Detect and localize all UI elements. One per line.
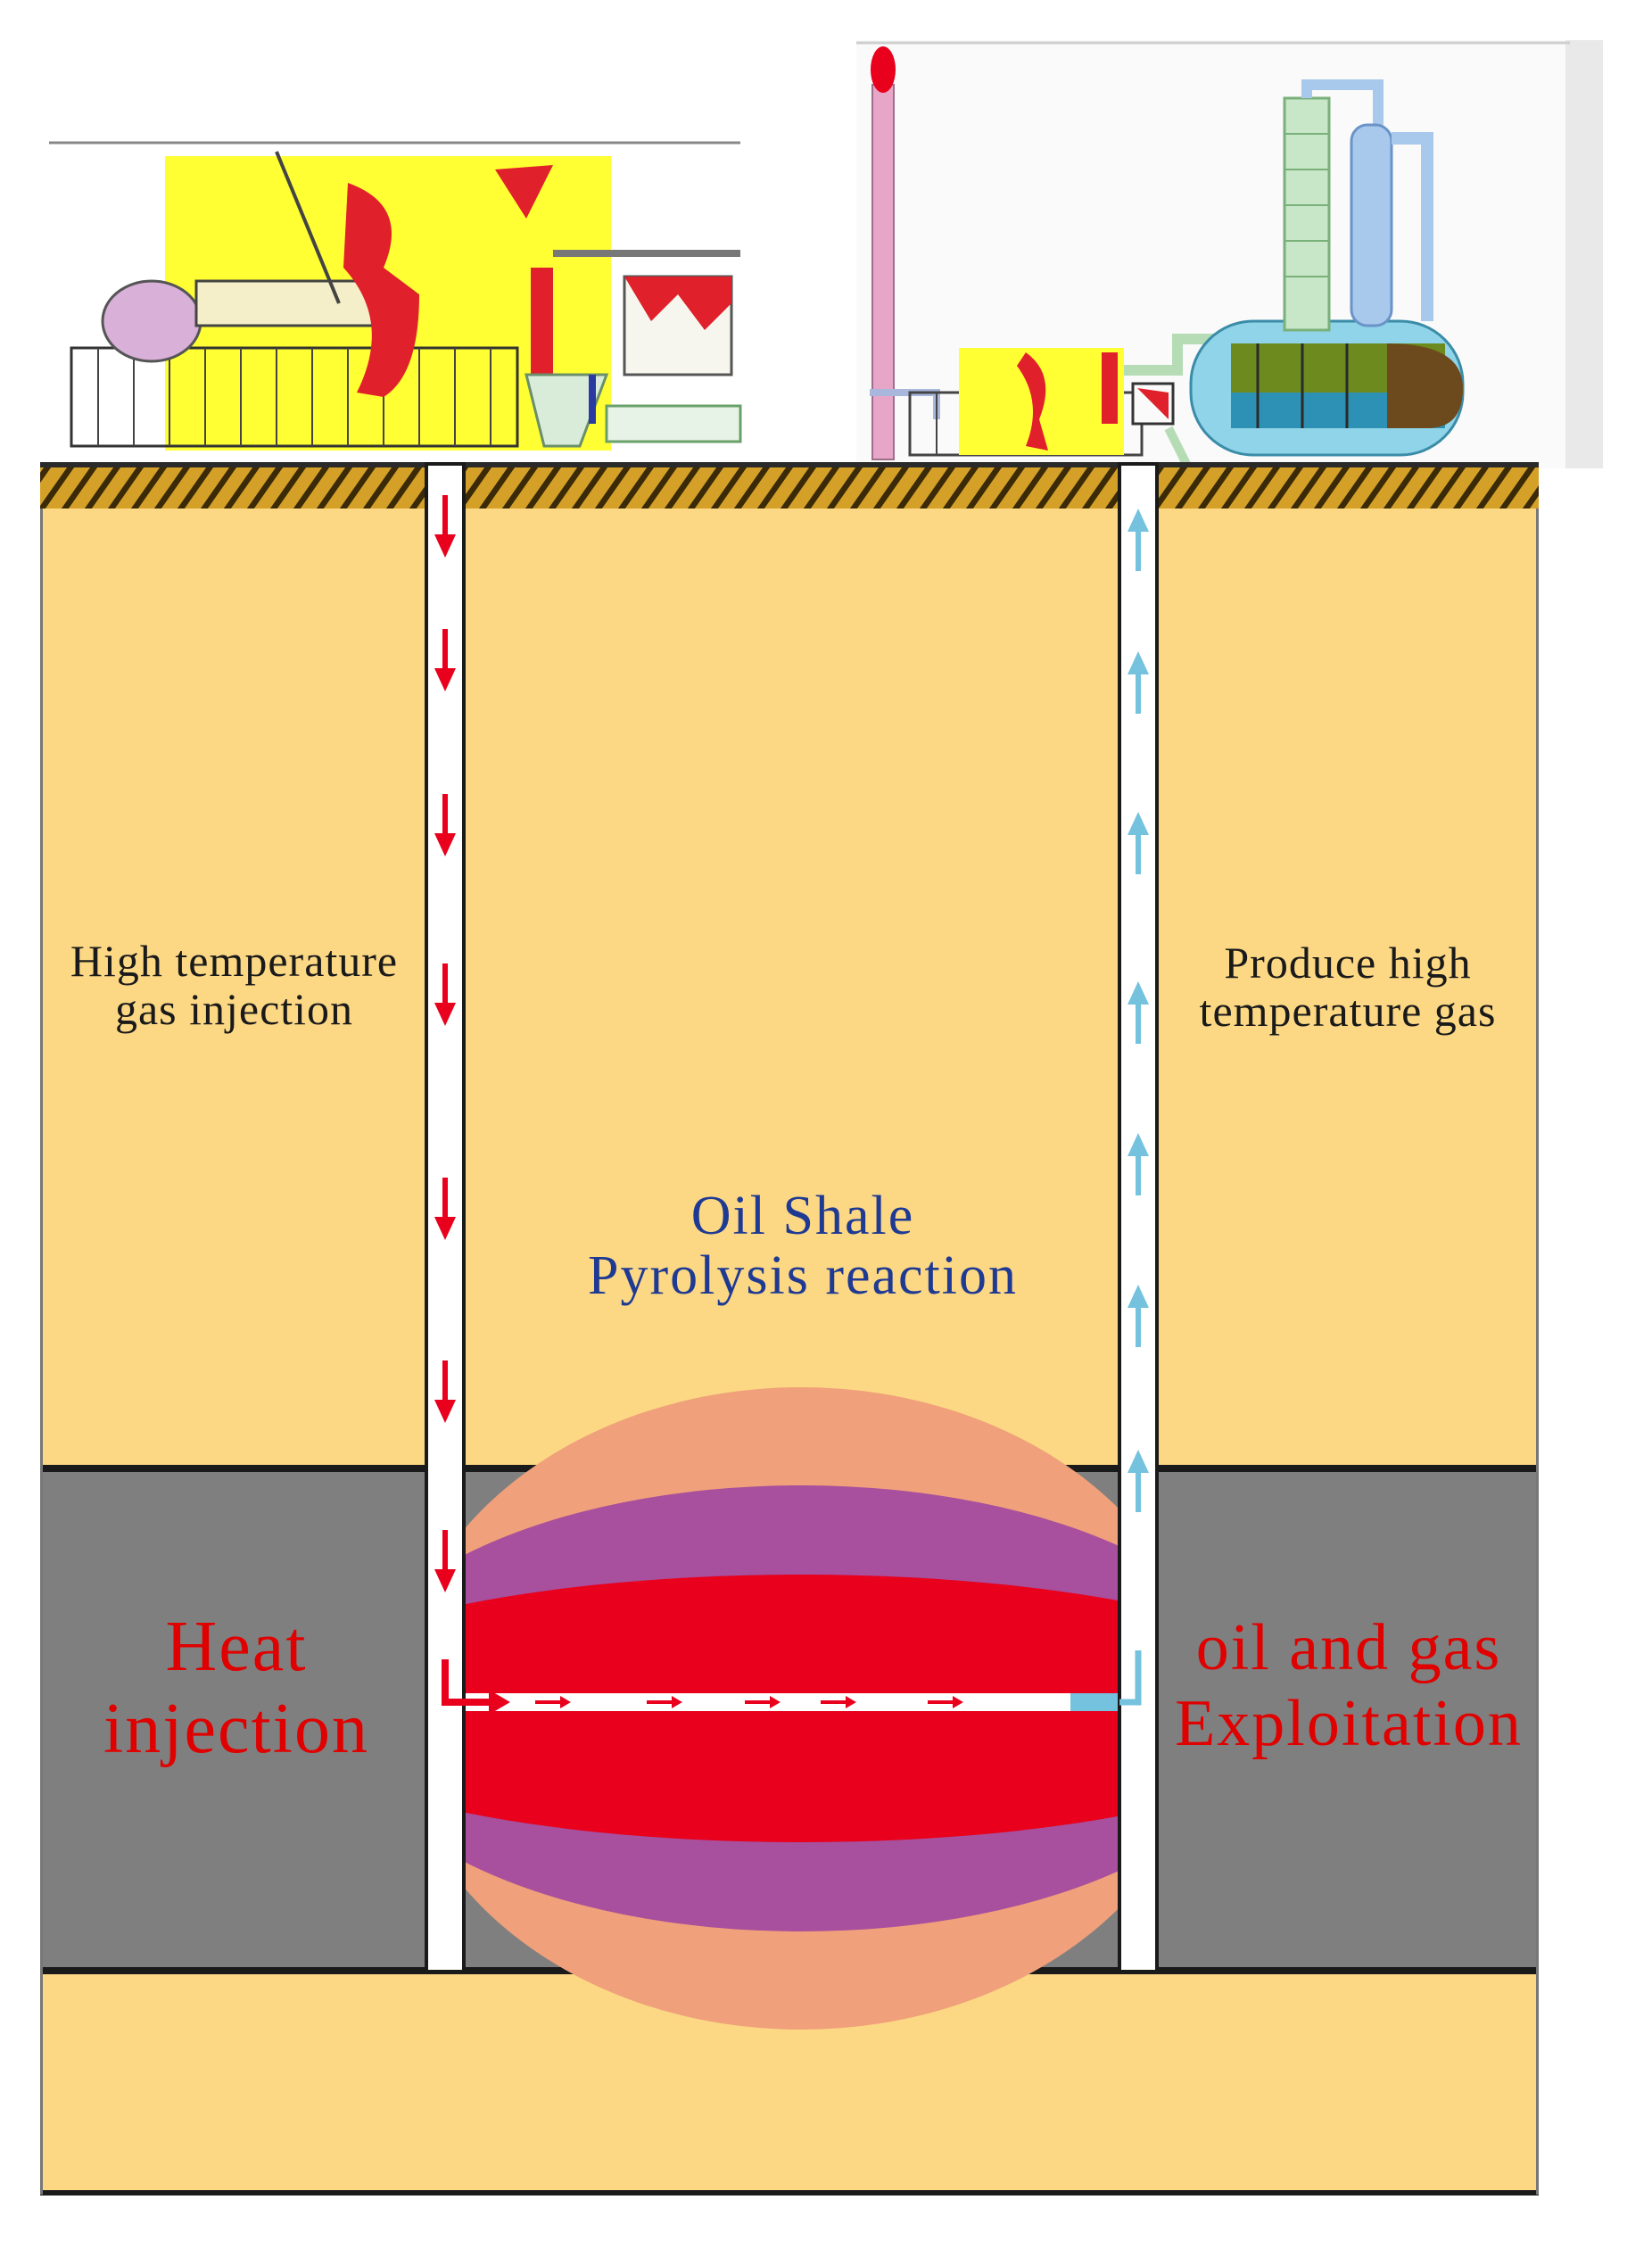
up-arrow-icon [1127, 1450, 1149, 1512]
horizontal-flow-arrows [535, 1696, 963, 1708]
right-arrow-icon [535, 1696, 571, 1708]
overburden-layer [40, 509, 1539, 1472]
reaction-label: Oil Shale Pyrolysis reaction [473, 1187, 1133, 1306]
exploitation-label-line2: Exploitation [1175, 1687, 1523, 1761]
up-arrow-icon [1127, 509, 1149, 571]
right-arrow-icon [928, 1696, 963, 1708]
heat-injection-label-line2: injection [103, 1690, 369, 1768]
heating-plant-illustration [49, 141, 742, 451]
production-zone-label-line2: temperature gas [1199, 986, 1497, 1036]
down-arrow-icon [434, 629, 456, 691]
horizontal-well-cyan-end [1070, 1693, 1119, 1711]
production-flow-arrows [1119, 509, 1149, 1706]
base-line [40, 2190, 1539, 2196]
gas-processing-plant-illustration [856, 40, 1603, 468]
injection-zone-label-line1: High temperature [70, 936, 399, 986]
up-arrow-icon [1127, 1133, 1149, 1195]
exploitation-label-line1: oil and gas [1195, 1611, 1502, 1684]
up-arrow-icon [1127, 1285, 1149, 1347]
down-arrow-icon [434, 963, 456, 1026]
production-zone-label: Produce high temperature gas [1157, 939, 1539, 1035]
production-well [1118, 462, 1159, 1973]
down-arrow-icon [434, 1360, 456, 1423]
up-arrow-icon [1127, 812, 1149, 874]
exploitation-label: oil and gas Exploitation [1157, 1610, 1540, 1762]
right-arrow-icon [821, 1696, 856, 1708]
down-arrow-icon [434, 794, 456, 856]
heat-injection-label-line1: Heat [165, 1608, 308, 1686]
down-arrow-icon [434, 1530, 456, 1592]
horizontal-well [464, 1693, 1137, 1711]
injection-zone-label-line2: gas injection [114, 984, 354, 1034]
ground-surface-band [40, 462, 1539, 509]
down-arrow-icon [434, 495, 456, 558]
production-zone-label-line1: Produce high [1224, 938, 1472, 988]
injection-flow-arrows [434, 495, 510, 1715]
down-arrow-icon [434, 1178, 456, 1240]
reaction-label-line1: Oil Shale [690, 1186, 915, 1246]
frame-left [40, 509, 43, 2195]
bend-arrow-icon [1119, 1650, 1142, 1706]
frame-right [1536, 509, 1539, 2195]
reaction-label-line2: Pyrolysis reaction [588, 1245, 1018, 1306]
injection-zone-label: High temperature gas injection [40, 937, 428, 1033]
right-arrow-icon [745, 1696, 781, 1708]
right-arrow-icon [647, 1696, 682, 1708]
bend-arrow-icon [442, 1659, 495, 1706]
up-arrow-icon [1127, 651, 1149, 714]
up-arrow-icon [1127, 981, 1149, 1044]
heat-injection-label: Heat injection [45, 1606, 428, 1770]
